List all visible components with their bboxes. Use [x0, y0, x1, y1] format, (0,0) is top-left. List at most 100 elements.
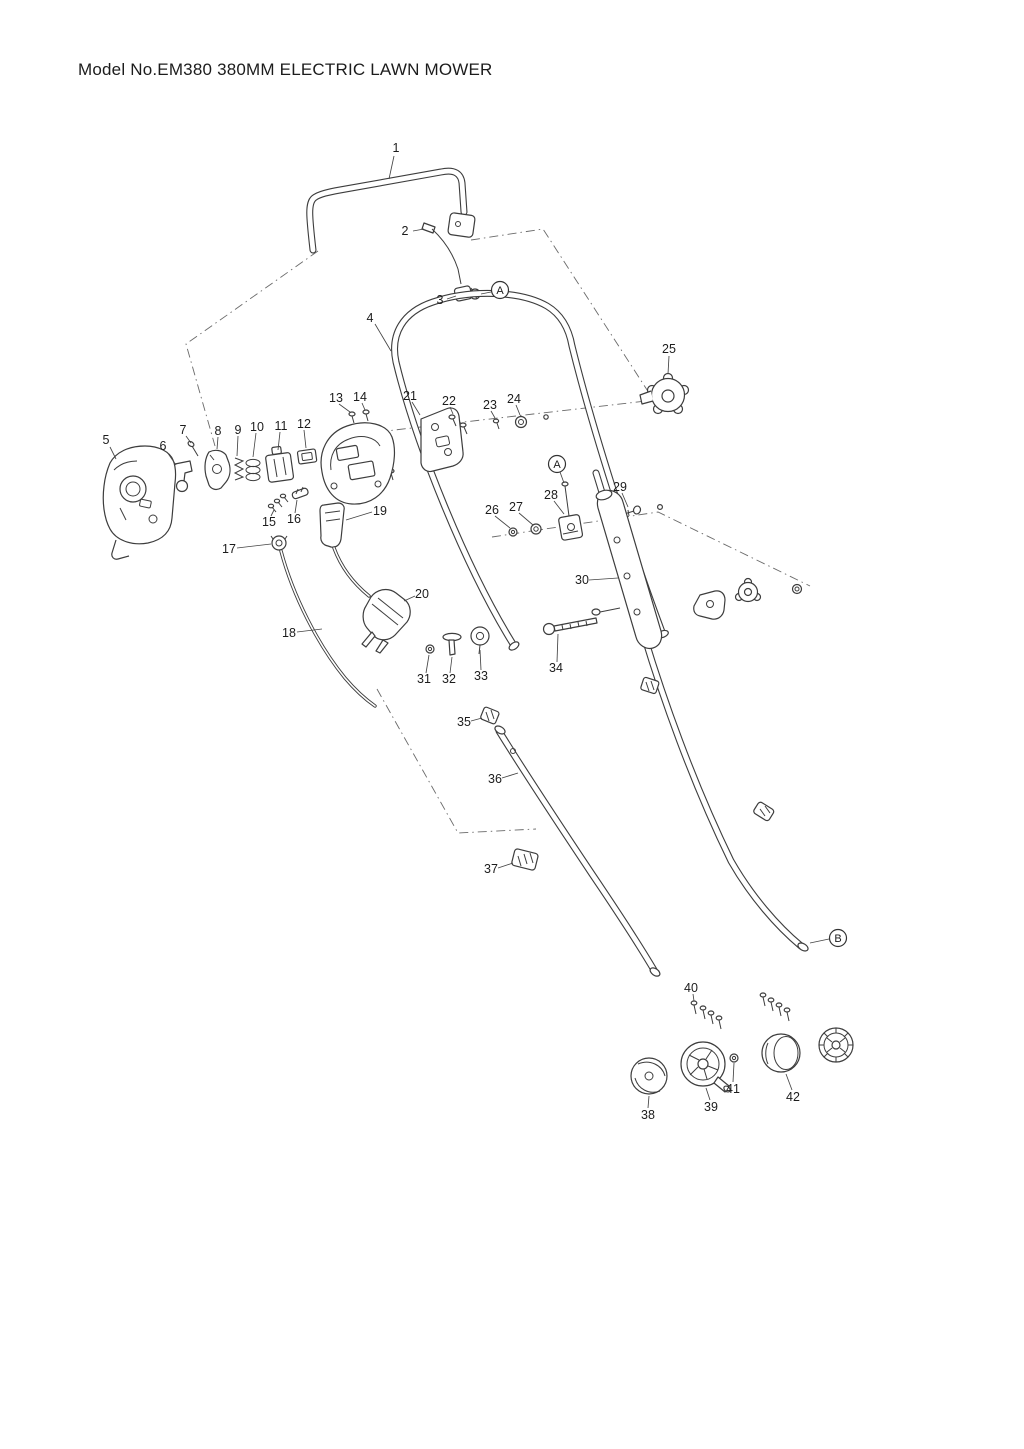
part-40-screws-shape — [778, 1006, 782, 1017]
handle-clamp-assembly — [693, 577, 803, 620]
part-leader-38 — [647, 1095, 650, 1109]
callout-leader-b-2 — [809, 938, 830, 944]
part-10-coil-spring — [245, 458, 261, 482]
tube-stop-grommet-shape — [650, 680, 655, 691]
part-12-terminal-clip-shape — [301, 451, 313, 462]
part-2-switch-lever-shape — [431, 228, 462, 285]
part-5-switch-housing-shape — [119, 475, 147, 503]
part-leader-40 — [692, 993, 695, 1002]
part-39-wheel-shape — [686, 1047, 720, 1081]
part-39-wheel-shape — [707, 1065, 719, 1071]
part-42-wheel-cover-shape — [761, 1033, 801, 1073]
part-11-switch-block-shape — [271, 445, 282, 455]
part-39-wheel-shape — [697, 1058, 709, 1070]
part-34-carriage-bolt-shape — [569, 623, 572, 630]
rear-wheel-shape — [843, 1052, 849, 1058]
part-leader-31 — [425, 654, 430, 674]
tube-stop-grommet — [640, 676, 660, 695]
handle-clamp-assembly-shape — [693, 590, 726, 620]
part-label-14: 14 — [353, 390, 367, 404]
part-7-screw-shape — [191, 445, 199, 457]
part-leader-11 — [277, 431, 281, 451]
part-leader-16 — [294, 499, 298, 514]
part-33-clamp-knob-shape — [470, 626, 490, 646]
part-leader-22 — [449, 406, 454, 415]
part-leader-17 — [236, 543, 272, 549]
part-36-lower-handle-left-shape — [510, 748, 516, 754]
tube-cable-clip — [753, 801, 775, 822]
part-leader-5 — [109, 446, 117, 460]
part-28-cable-holder-shape — [561, 481, 569, 487]
part-26-washer — [508, 527, 518, 537]
part-16-pin-shape — [295, 488, 299, 495]
part-leader-23 — [490, 410, 496, 419]
part-40-screws-shape — [690, 1000, 698, 1006]
part-label-23: 23 — [483, 398, 497, 412]
callout-b-2: B — [828, 928, 848, 948]
part-leader-4 — [374, 323, 392, 352]
part-20-power-plug-shape — [371, 603, 399, 626]
part-19-cord-boot-shape — [333, 547, 370, 597]
part-41-nut — [729, 1053, 739, 1063]
part-42-wheel-cover-shape — [773, 1036, 799, 1070]
callout-a-0: A — [490, 280, 510, 300]
part-label-4: 4 — [367, 311, 374, 325]
part-20-power-plug-shape — [362, 588, 411, 641]
part-1-top-handle-bar — [306, 167, 476, 254]
part-5-switch-housing-shape — [119, 507, 127, 521]
part-34-carriage-bolt-shape — [591, 608, 601, 616]
part-26-washer-shape — [510, 529, 516, 535]
part-leader-13 — [338, 403, 351, 413]
part-9-torsion-spring-shape — [233, 457, 245, 481]
part-leader-35 — [470, 717, 483, 722]
part-30-lower-handle-right-shape — [797, 942, 809, 952]
part-leader-24 — [515, 404, 521, 416]
part-21-mount-plate — [420, 407, 464, 473]
part-23-screw-shape — [492, 418, 500, 424]
rear-wheel-shape — [839, 1037, 846, 1043]
part-13-switch-plate-shape — [374, 480, 382, 488]
part-leader-25 — [667, 355, 670, 375]
part-19-cord-boot-shape — [319, 502, 345, 548]
part-34-carriage-bolt — [542, 607, 621, 636]
part-leader-42 — [785, 1073, 793, 1091]
part-12-terminal-clip-shape — [296, 448, 318, 465]
part-28-cable-holder-shape — [558, 514, 584, 541]
construction-lines-shape — [359, 400, 647, 435]
part-34-carriage-bolt-shape — [577, 621, 580, 628]
rear-wheel-shape — [823, 1052, 829, 1058]
part-16-pin-shape — [300, 486, 304, 493]
construction-lines-shape — [376, 688, 537, 834]
part-label-36: 36 — [488, 772, 502, 786]
part-label-42: 42 — [786, 1090, 800, 1104]
part-10-coil-spring-shape — [245, 472, 261, 482]
part-leader-7 — [185, 435, 192, 444]
part-label-12: 12 — [297, 417, 311, 431]
part-leader-29 — [621, 492, 629, 508]
part-label-41: 41 — [726, 1082, 740, 1096]
part-40-screws-shape — [767, 997, 775, 1003]
part-20-power-plug — [361, 588, 411, 654]
part-36-lower-handle-left-shape — [494, 725, 506, 735]
part-13-switch-plate-shape — [335, 444, 360, 461]
part-18-power-cord-shape — [280, 550, 376, 707]
rear-wheel-shape — [823, 1032, 829, 1038]
part-label-21: 21 — [403, 389, 417, 403]
part-39-wheel-shape — [703, 1068, 708, 1080]
part-40-screws-shape — [718, 1019, 722, 1030]
part-leader-33 — [479, 649, 482, 671]
part-label-25: 25 — [662, 342, 676, 356]
part-17-cord-grommet — [270, 535, 288, 551]
part-6-switch-arm — [174, 460, 193, 493]
part-11-switch-block-shape — [265, 452, 295, 483]
part-label-35: 35 — [457, 715, 471, 729]
part-leader-9 — [236, 435, 239, 457]
part-leader-41 — [732, 1062, 735, 1083]
part-leader-1 — [388, 155, 395, 180]
rear-wheel-shape — [839, 1047, 846, 1053]
part-29-screw-shape — [656, 504, 663, 511]
part-25-handle-knob — [639, 372, 690, 415]
part-27-washer — [530, 523, 542, 535]
part-label-8: 8 — [215, 424, 222, 438]
